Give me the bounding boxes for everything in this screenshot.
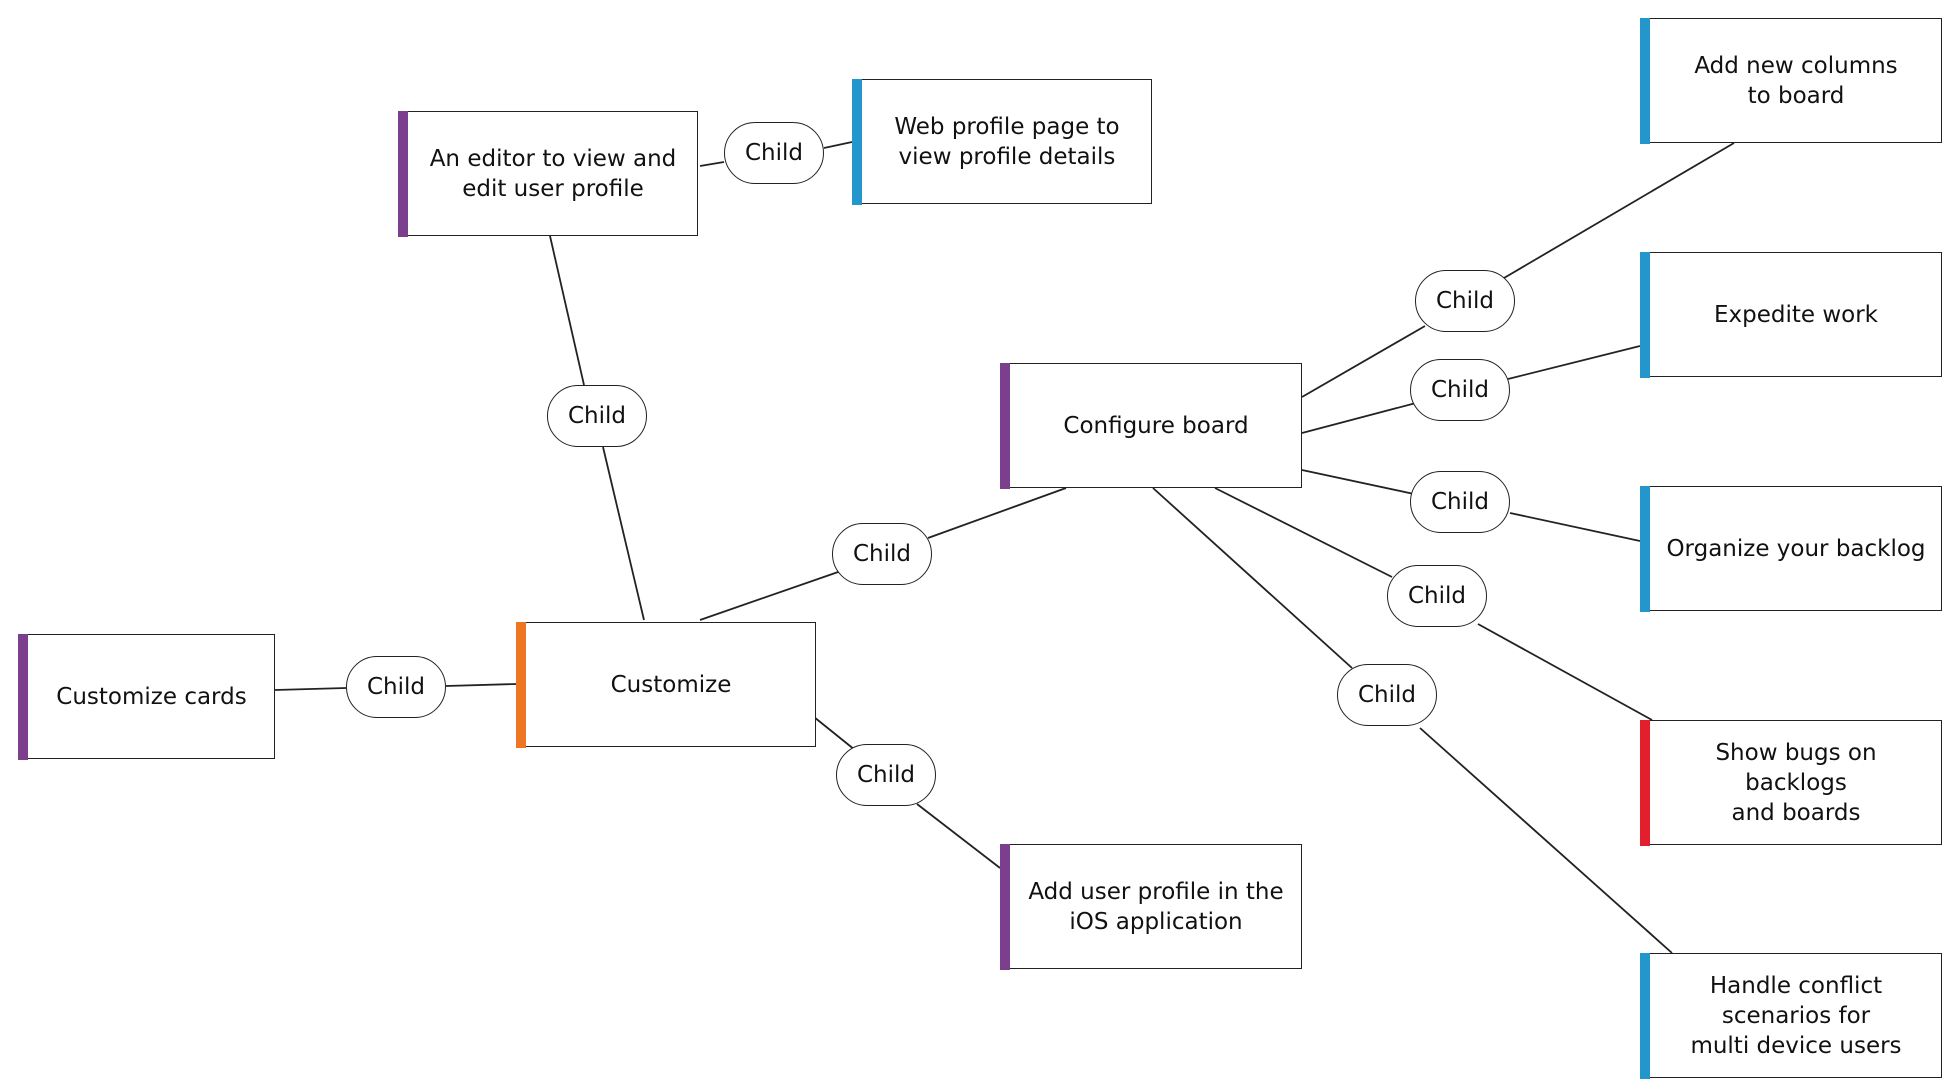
connector-line <box>699 161 725 167</box>
node-add-user-profile-ios[interactable]: Add user profile in the iOS application <box>999 843 1302 970</box>
node-customize[interactable]: Customize <box>515 621 816 748</box>
connector-line <box>699 570 842 621</box>
connector-line <box>445 683 517 687</box>
connector-line <box>1301 469 1415 495</box>
node-customize-cards[interactable]: Customize cards <box>17 633 275 760</box>
node-web-profile-page[interactable]: Web profile page to view profile details <box>851 78 1152 205</box>
edge-label-ios[interactable]: Child <box>836 744 936 806</box>
node-handle-conflict[interactable]: Handle conflict scenarios for multi devi… <box>1639 952 1942 1079</box>
edge-label-handle-conflict[interactable]: Child <box>1337 664 1437 726</box>
node-label: Web profile page to view profile details <box>894 113 1120 170</box>
node-label: Add user profile in the iOS application <box>1028 878 1284 935</box>
edge-label-text: Child <box>1435 288 1495 314</box>
node-label: An editor to view and edit user profile <box>429 145 677 202</box>
edge-label-web-profile[interactable]: Child <box>724 122 824 184</box>
edge-label-text: Child <box>852 541 912 567</box>
node-add-new-columns[interactable]: Add new columns to board <box>1639 17 1942 144</box>
connector-line <box>927 487 1067 539</box>
edge-label-expedite[interactable]: Child <box>1410 359 1510 421</box>
connector-line <box>1419 727 1673 954</box>
connector-line <box>602 446 645 621</box>
node-accent-bar <box>1639 17 1650 144</box>
edge-label-add-columns[interactable]: Child <box>1415 270 1515 332</box>
edge-label-text: Child <box>1430 377 1490 403</box>
edge-label-text: Child <box>366 674 426 700</box>
node-label: Customize cards <box>56 683 247 710</box>
edge-label-customize-cards[interactable]: Child <box>346 656 446 718</box>
edge-label-text: Child <box>744 140 804 166</box>
edge-label-organize[interactable]: Child <box>1410 471 1510 533</box>
node-label: Add new columns to board <box>1694 52 1898 109</box>
node-show-bugs[interactable]: Show bugs on backlogs and boards <box>1639 719 1942 846</box>
node-accent-bar <box>1639 719 1650 846</box>
node-accent-bar <box>851 78 862 205</box>
connector-line <box>1301 402 1417 434</box>
edge-label-show-bugs[interactable]: Child <box>1387 565 1487 627</box>
node-accent-bar <box>999 362 1010 489</box>
edge-label-text: Child <box>567 403 627 429</box>
node-accent-bar <box>999 843 1010 970</box>
edge-label-text: Child <box>1357 682 1417 708</box>
edge-label-text: Child <box>1407 583 1467 609</box>
node-accent-bar <box>515 621 526 748</box>
node-editor-user-profile[interactable]: An editor to view and edit user profile <box>397 110 698 237</box>
node-expedite-work[interactable]: Expedite work <box>1639 251 1942 378</box>
node-accent-bar <box>1639 952 1650 1079</box>
connector-line <box>916 803 1001 869</box>
connector-line <box>1214 487 1393 578</box>
node-label: Configure board <box>1063 412 1249 439</box>
node-accent-bar <box>1639 251 1650 378</box>
node-label: Handle conflict scenarios for multi devi… <box>1690 972 1902 1059</box>
connector-line <box>1477 623 1653 721</box>
node-label: Organize your backlog <box>1666 535 1926 562</box>
connector-line <box>1301 325 1426 398</box>
node-configure-board[interactable]: Configure board <box>999 362 1302 489</box>
edge-label-text: Child <box>1430 489 1490 515</box>
node-accent-bar <box>1639 485 1650 612</box>
connector-line <box>1503 142 1735 279</box>
node-label: Expedite work <box>1713 301 1879 328</box>
connector-line <box>823 141 853 149</box>
connector-line <box>549 235 585 386</box>
node-accent-bar <box>397 110 408 237</box>
node-label: Customize <box>610 671 732 698</box>
connector-line <box>274 687 347 691</box>
connector-line <box>1152 487 1353 669</box>
node-accent-bar <box>17 633 28 760</box>
edge-label-editor[interactable]: Child <box>547 385 647 447</box>
edge-label-text: Child <box>856 762 916 788</box>
node-organize-backlog[interactable]: Organize your backlog <box>1639 485 1942 612</box>
node-label: Show bugs on backlogs and boards <box>1715 739 1877 826</box>
connector-line <box>1507 345 1641 380</box>
connector-line <box>1509 512 1641 542</box>
edge-label-configure-board[interactable]: Child <box>832 523 932 585</box>
